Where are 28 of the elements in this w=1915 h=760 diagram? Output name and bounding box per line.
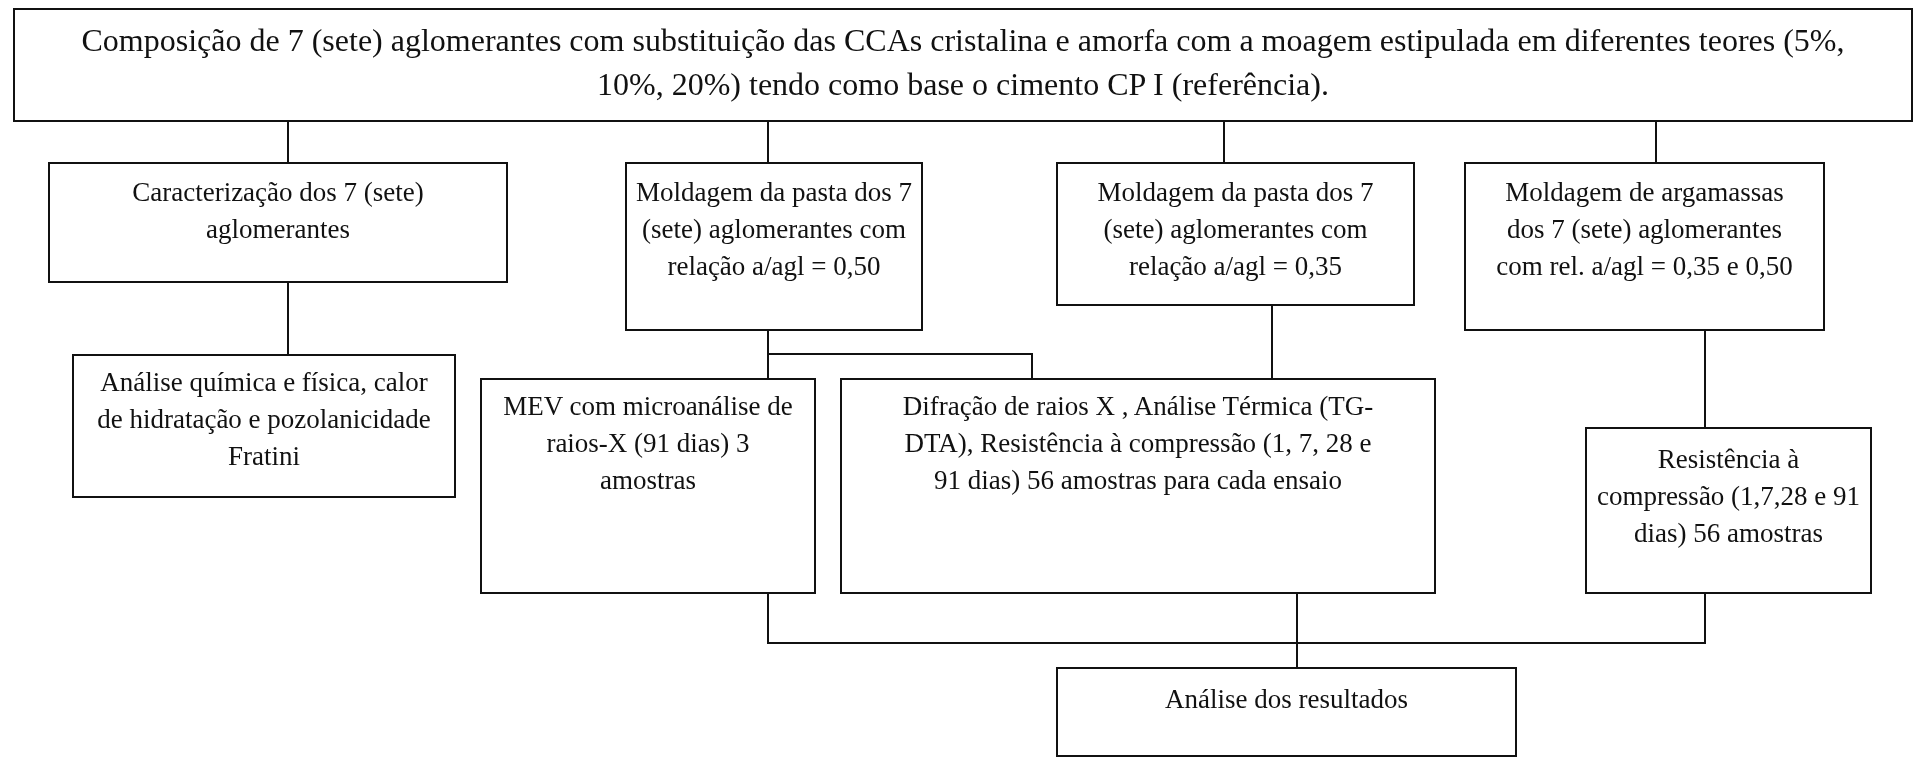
connector-line bbox=[767, 330, 1033, 379]
box-text: Análise química e física, calor de hidratação e pozolanicidade Fratini bbox=[96, 366, 432, 473]
connector-line bbox=[287, 282, 289, 355]
process-box bbox=[840, 378, 1436, 594]
process-box bbox=[1056, 162, 1415, 306]
box-text: Difração de raios X , Análise Térmica (TG-DTA), Resistência à compressão (1, 7, 28 e 91 dias) 56 amostras para cada ensaio bbox=[902, 390, 1374, 497]
box-text: Moldagem de argamassas dos 7 (sete) aglomerantes com rel. a/agl = 0,35 e 0,50 bbox=[1495, 176, 1794, 283]
process-box bbox=[48, 162, 508, 283]
process-box bbox=[72, 354, 456, 498]
connector-line bbox=[1271, 305, 1273, 379]
process-box bbox=[480, 378, 816, 594]
process-box bbox=[1056, 667, 1517, 757]
box-text: Moldagem da pasta dos 7 (sete) aglomerantes com relação a/agl = 0,35 bbox=[1096, 176, 1375, 283]
box-text: Moldagem da pasta dos 7 (sete) aglomerantes com relação a/agl = 0,50 bbox=[635, 176, 913, 283]
connector-line bbox=[287, 121, 289, 163]
process-box bbox=[1585, 427, 1872, 594]
box-text: Resistência à compressão (1,7,28 e 91 dias) 56 amostras bbox=[1595, 443, 1862, 550]
box-text: Caracterização dos 7 (sete) aglomerantes bbox=[131, 176, 425, 246]
connector-line bbox=[1704, 330, 1706, 428]
box-text: MEV com microanálise de raios-X (91 dias) 3 amostras bbox=[502, 390, 794, 497]
connector-line bbox=[767, 121, 769, 163]
process-box bbox=[625, 162, 923, 331]
box-text: Análise dos resultados bbox=[1164, 683, 1409, 716]
process-box bbox=[1464, 162, 1825, 331]
box-text: Composição de 7 (sete) aglomerantes com substituição das CCAs cristalina e amorfa com a moagem estipulada em diferentes teores (5%, 10%, 20%) tendo como base o cimento CP I (referência). bbox=[80, 21, 1846, 104]
connector-line bbox=[1223, 121, 1225, 163]
connector-line bbox=[1655, 121, 1657, 163]
title-box bbox=[13, 8, 1913, 122]
